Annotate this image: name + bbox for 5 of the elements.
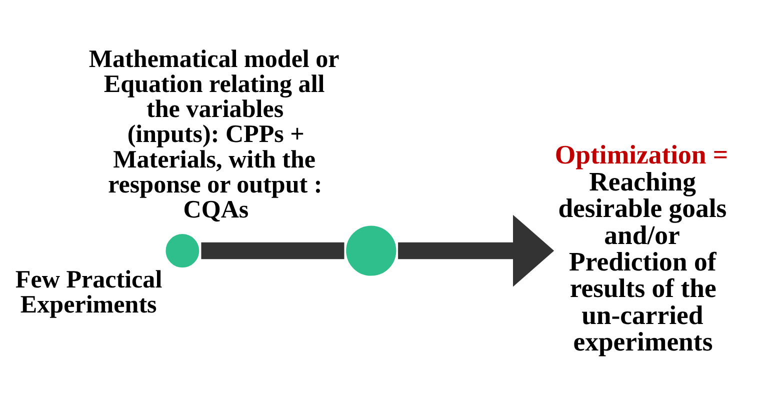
arrow	[398, 214, 554, 287]
node-text: Optimization = Reaching desirable goals and/or Prediction of results of the un-carried experiments	[554, 140, 728, 357]
node-label: Few Practical Experiments	[15, 266, 162, 319]
node-label: Mathematical model or Equation relating all the variables (inputs): CPPs + Materials, with the response or output : CQAs	[88, 46, 340, 224]
connector	[201, 242, 344, 260]
